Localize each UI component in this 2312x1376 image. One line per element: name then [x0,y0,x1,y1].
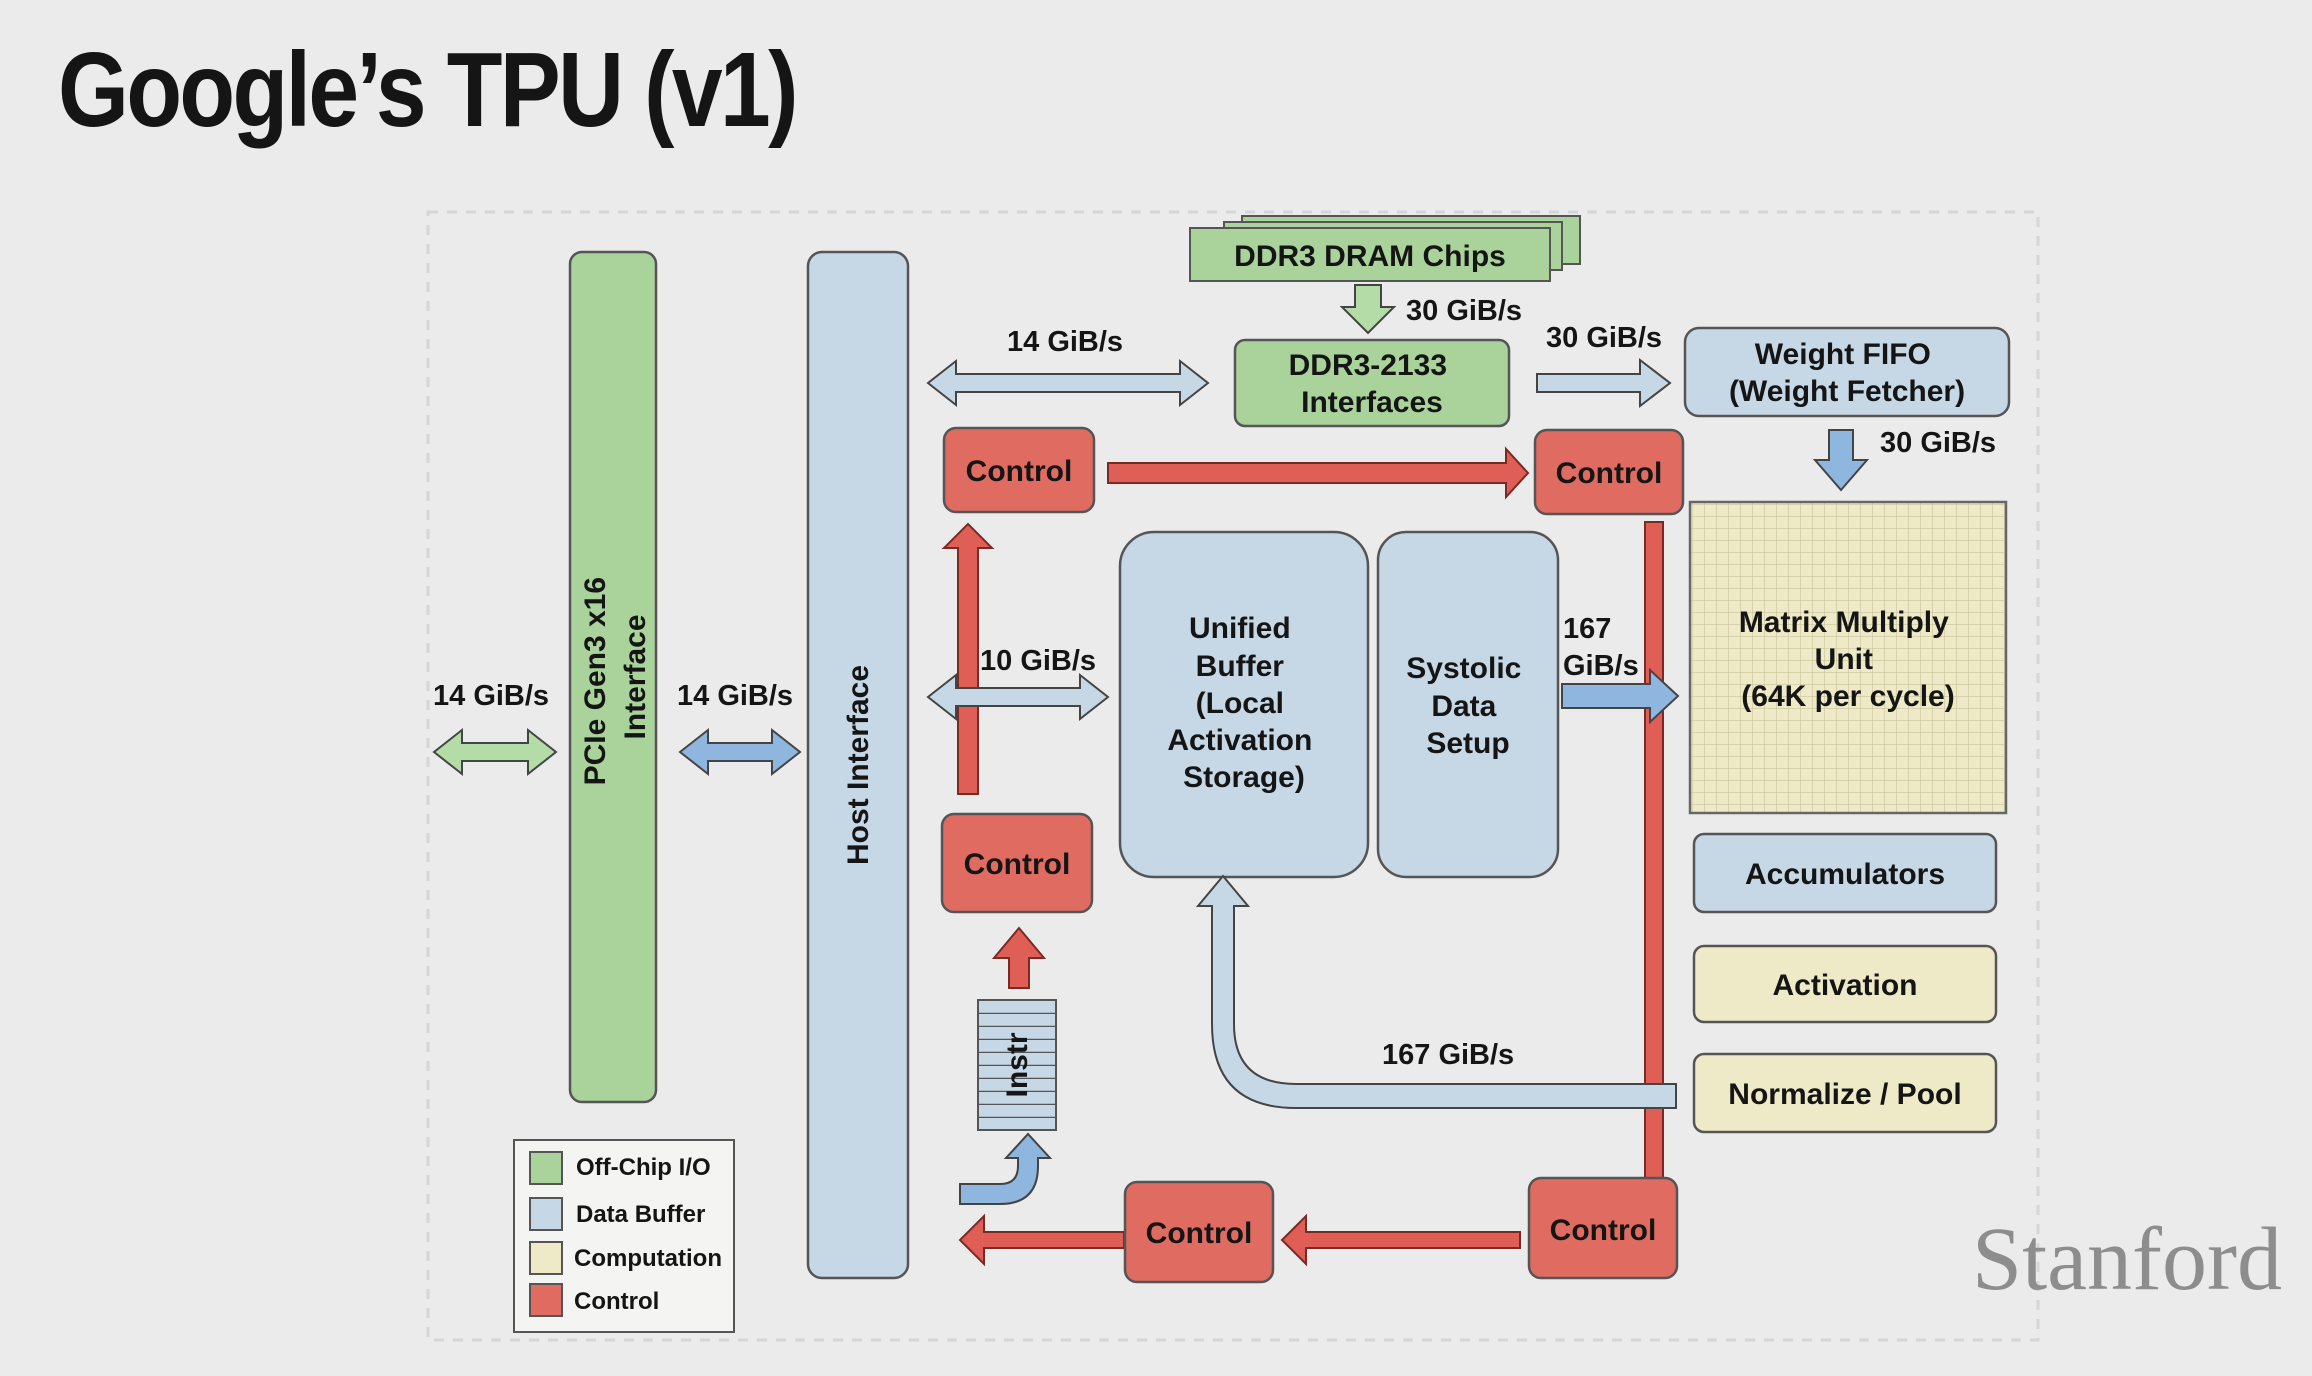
systolic-line3: Setup [1426,727,1509,760]
weight-fifo-line1: Weight FIFO [1755,338,1931,371]
arrow-host-ub [926,672,1110,722]
mmu-line2: Unit [1815,643,1873,676]
chip-boundary [426,210,2040,1342]
host-interface-label: Host Interface [842,665,875,865]
systolic-data-setup-block: Systolic Data Setup [1376,530,1560,879]
svg-text:167 GiB/s: 167 GiB/s [1563,613,1639,682]
bw-iface-fifo: 30 GiB/s [1546,322,1662,354]
legend-item-data-buffer: Data Buffer [529,1197,705,1231]
bw-pcie-host: 14 GiB/s [677,680,793,712]
bw-offchip: 14 GiB/s [433,680,549,712]
pcie-label-line1: PCIe Gen3 x16 [579,577,612,785]
legend-label: Data Buffer [576,1201,705,1228]
arrow-offchip-pcie [432,727,558,777]
mmu-line1: Matrix Multiply [1739,606,1949,639]
activation-label: Activation [1772,969,1917,1002]
accumulators-label: Accumulators [1745,858,1945,891]
bw-systolic-mmu-line1: 167 [1563,613,1611,645]
arrow-into-instr [959,1132,1053,1205]
accumulators-block: Accumulators [1692,832,1998,914]
legend-swatch [529,1241,563,1275]
control-box-top-right: Control [1533,428,1685,516]
control-label: Control [1550,1214,1657,1247]
arrow-control-bottom-1 [1280,1213,1521,1267]
ddr3-chips-block: DDR3 DRAM Chips [1189,215,1581,282]
ddr3-interfaces-block: DDR3-2133 Interfaces [1233,338,1511,428]
control-label: Control [1146,1217,1253,1250]
normalize-pool-label: Normalize / Pool [1728,1078,1961,1111]
legend-label: Computation [574,1245,722,1272]
ub-line1: Unified [1189,612,1291,645]
ub-line4: Activation [1167,724,1312,757]
instr-label: Instr [1001,1032,1034,1097]
bw-return-ub: 167 GiB/s [1382,1039,1514,1071]
unified-buffer-block: Unified Buffer (Local Activation Storage… [1118,530,1370,879]
arrow-control-to-control [1107,446,1530,500]
normalize-pool-block: Normalize / Pool [1692,1052,1998,1134]
arrow-instr-to-control [991,926,1047,989]
control-box-bottom-middle: Control [1123,1180,1275,1284]
instruction-queue: Instr [977,999,1057,1131]
systolic-line1: Systolic [1406,652,1521,685]
ddr3-iface-line2: Interfaces [1301,386,1443,419]
ub-line2: Buffer [1196,650,1285,683]
arrow-fifo-mmu [1812,429,1870,492]
legend: Off-Chip I/O Data Buffer Computation Con… [513,1139,735,1333]
arrow-return-ub [1195,874,1677,1109]
ddr3-chips-label: DDR3 DRAM Chips [1234,240,1506,273]
bw-fifo-mmu: 30 GiB/s [1880,427,1996,459]
control-box-middle-left: Control [940,812,1094,914]
legend-item-offchip-io: Off-Chip I/O [529,1151,711,1185]
bw-systolic-mmu-line2: GiB/s [1563,650,1639,682]
legend-swatch [529,1197,563,1231]
legend-swatch [529,1283,563,1317]
arrow-pcie-host [678,727,802,777]
arrow-control-bottom-2 [958,1213,1125,1267]
bw-chips-iface: 30 GiB/s [1406,295,1522,327]
mmu-line3: (64K per cycle) [1741,680,1954,713]
legend-label: Off-Chip I/O [576,1154,711,1181]
control-box-bottom-right: Control [1527,1176,1679,1280]
host-interface-block: Host Interface [806,250,910,1280]
ub-line5: Storage) [1183,761,1305,794]
ub-line3: (Local [1196,687,1284,720]
weight-fifo-block: Weight FIFO (Weight Fetcher) [1683,326,2011,418]
control-label: Control [1556,457,1663,490]
legend-item-computation: Computation [529,1241,722,1275]
arrow-host-ddr3 [926,358,1210,408]
svg-text:Weight FIFO (Weight Fetc: Weight FIFO (Weight Fetcher) [1729,338,1965,408]
control-label: Control [966,455,1073,488]
slide-title: Google’s TPU (v1) [58,31,798,149]
svg-text:Unified Buffer (Lo: Unified Buffer (Local Activation Storage… [1167,612,1320,794]
activation-block: Activation [1692,944,1998,1024]
arrow-chips-iface [1339,284,1397,335]
legend-swatch [529,1151,563,1185]
arrow-systolic-mmu [1561,667,1680,725]
matrix-multiply-unit-block: Matrix Multiply Unit (64K per cycle) [1688,500,2008,815]
svg-text:DDR3-2133 Interfaces: DDR3-2133 Interfaces [1289,349,1456,419]
weight-fifo-line2: (Weight Fetcher) [1729,375,1965,408]
pcie-label-line2: Interface [619,614,652,739]
legend-label: Control [574,1288,659,1315]
bw-host-ddr3: 14 GiB/s [1007,326,1123,358]
pcie-interface-block: PCIe Gen3 x16 Interface [568,250,658,1104]
control-box-top-left: Control [942,426,1096,514]
svg-text:PCIe Gen3 x16 Interface: PCIe Gen3 x16 Interface [579,569,652,786]
systolic-line2: Data [1431,690,1496,723]
arrow-iface-fifo [1536,357,1672,409]
ddr3-iface-line1: DDR3-2133 [1289,349,1447,382]
stanford-logo: Stanford [1972,1210,2282,1309]
arrow-control-up-left [941,522,995,795]
bw-host-ub: 10 GiB/s [980,645,1096,677]
svg-text:Matrix Multiply Unit: Matrix Multiply Unit (64K per cycle) [1739,606,1957,713]
control-label: Control [964,848,1071,881]
svg-text:Systolic Data Setu: Systolic Data Setup [1406,652,1529,760]
legend-item-control: Control [529,1283,659,1317]
